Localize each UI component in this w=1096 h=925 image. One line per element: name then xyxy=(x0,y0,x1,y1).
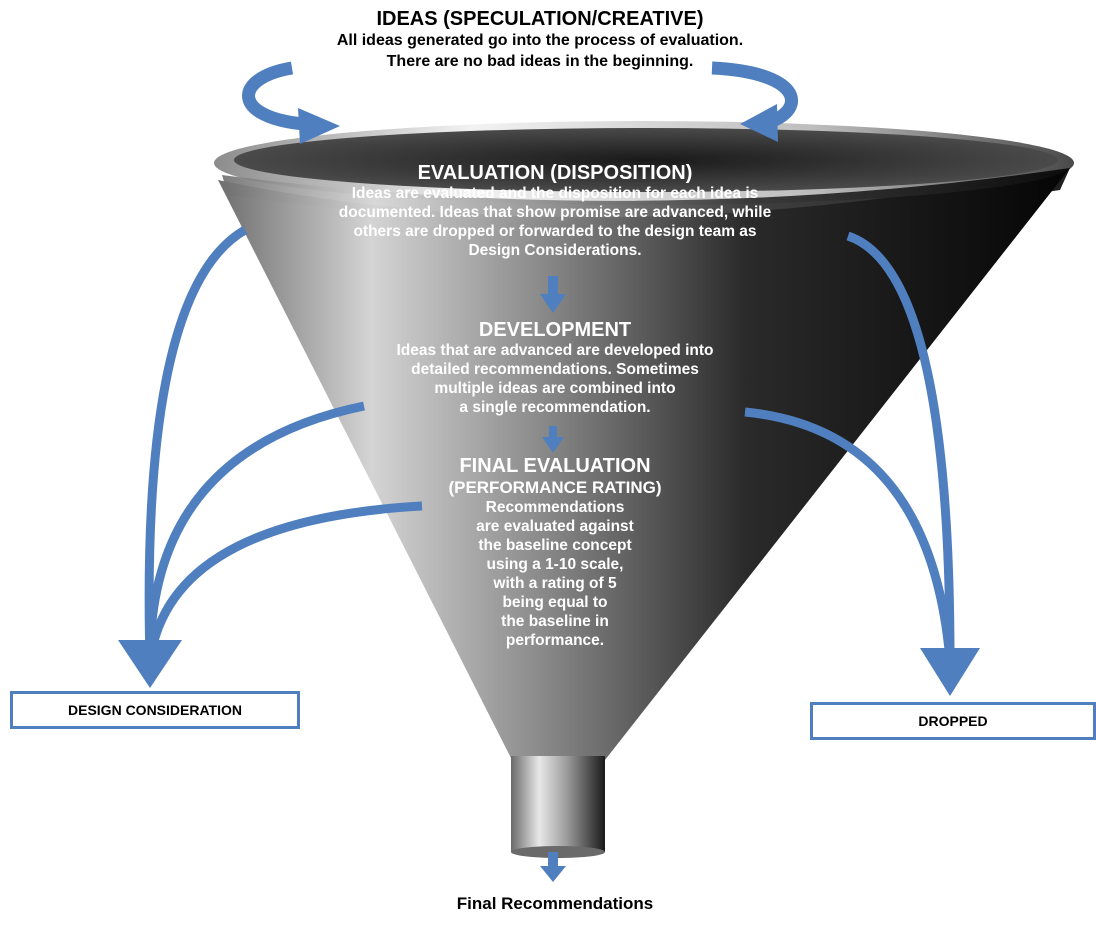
loop-arrow-left xyxy=(242,61,340,144)
funnel-opening xyxy=(234,128,1058,192)
development-heading: DEVELOPMENT xyxy=(478,319,632,341)
final-recommendations-label: Final Recommendations xyxy=(456,894,654,913)
final-evaluation-line-3: the baseline concept xyxy=(478,537,632,554)
final-evaluation-section: FINAL EVALUATION (PERFORMANCE RATING) Re… xyxy=(405,455,705,650)
evaluation-line-3: others are dropped or forwarded to the d… xyxy=(353,223,757,240)
final-evaluation-line-6: being equal to xyxy=(502,594,608,611)
final-evaluation-subheading: (PERFORMANCE RATING) xyxy=(448,478,662,497)
arrow-to-dropped xyxy=(744,231,980,696)
development-section: DEVELOPMENT Ideas that are advanced are … xyxy=(330,319,780,417)
final-evaluation-line-4: using a 1-10 scale, xyxy=(486,556,624,573)
ideas-heading: IDEAS (SPECULATION/CREATIVE) xyxy=(376,8,704,30)
final-evaluation-heading: FINAL EVALUATION xyxy=(459,455,651,477)
design-consideration-box: DESIGN CONSIDERATION xyxy=(10,691,300,729)
dropped-box: DROPPED xyxy=(810,702,1096,740)
evaluation-heading: EVALUATION (DISPOSITION) xyxy=(417,162,693,184)
final-evaluation-line-1: Recommendations xyxy=(485,499,625,516)
development-line-4: a single recommendation. xyxy=(459,399,651,416)
ideas-line-2: There are no bad ideas in the beginning. xyxy=(386,53,694,70)
down-arrow-2 xyxy=(542,426,564,453)
funnel-cone xyxy=(218,168,1070,760)
funnel-cone-top xyxy=(222,168,1070,224)
development-line-2: detailed recommendations. Sometimes xyxy=(411,361,699,378)
development-line-3: multiple ideas are combined into xyxy=(434,380,676,397)
output-arrow xyxy=(540,852,566,882)
final-evaluation-line-5: with a rating of 5 xyxy=(493,575,617,592)
development-line-1: Ideas that are advanced are developed in… xyxy=(396,342,714,359)
arrow-to-design-consideration xyxy=(118,226,423,688)
evaluation-line-4: Design Considerations. xyxy=(468,242,642,259)
ideas-line-1: All ideas generated go into the process … xyxy=(336,32,744,49)
final-evaluation-line-2: are evaluated against xyxy=(476,518,634,535)
evaluation-line-1: Ideas are evaluated and the disposition … xyxy=(351,185,759,202)
final-evaluation-line-7: the baseline in xyxy=(501,613,609,630)
down-arrow-1 xyxy=(540,276,566,313)
funnel-spout xyxy=(511,756,605,852)
evaluation-line-2: documented. Ideas that show promise are … xyxy=(338,204,772,221)
ideas-section: IDEAS (SPECULATION/CREATIVE) All ideas g… xyxy=(230,8,850,72)
final-evaluation-line-8: performance. xyxy=(505,632,605,649)
loop-arrow-right xyxy=(711,61,798,142)
evaluation-section: EVALUATION (DISPOSITION) Ideas are evalu… xyxy=(280,162,830,260)
